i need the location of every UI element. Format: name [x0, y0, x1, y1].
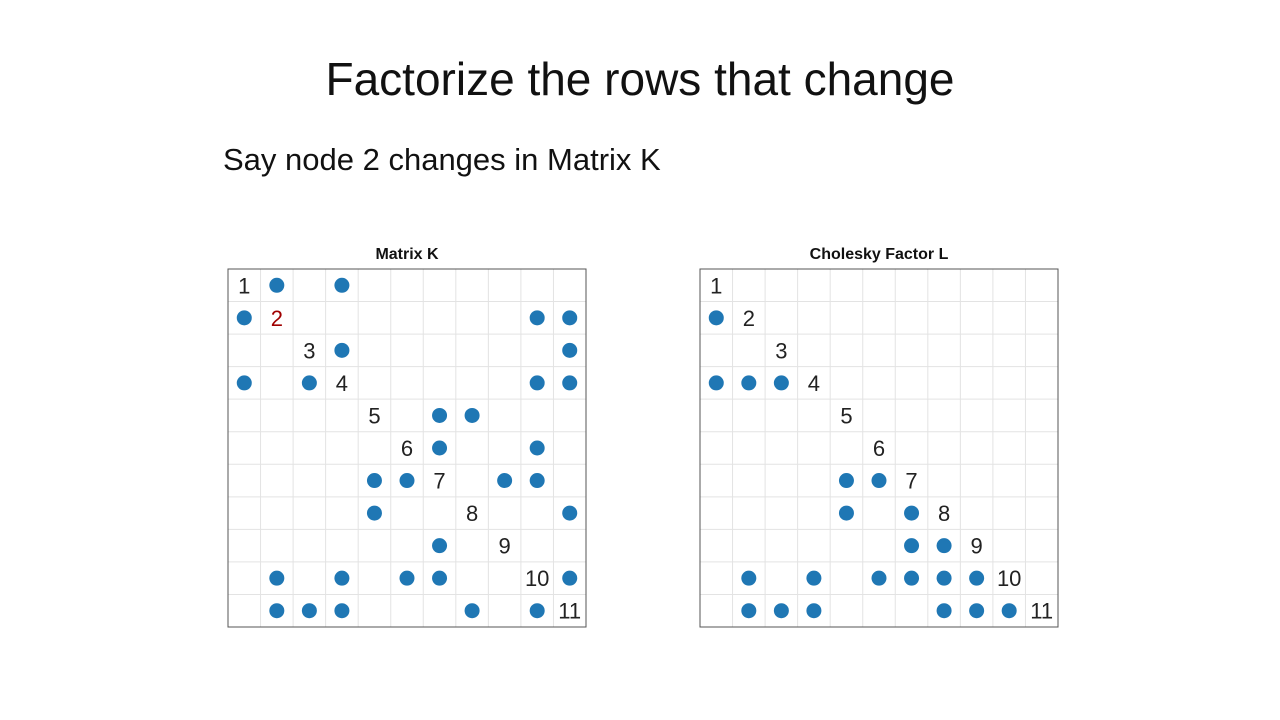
matrix-k-entry-r10-c4: [334, 570, 350, 586]
matrix-k-entry-r1-c2: [269, 277, 285, 293]
matrix-k-entry-r11-c2: [269, 603, 285, 619]
matrix-k-entry-r4-c11: [562, 375, 578, 391]
matrix-k-entry-r5-c8: [464, 407, 480, 423]
matrix-k-entry-r2-c11: [562, 310, 578, 326]
matrix-l-diag-label-7: 7: [905, 469, 917, 494]
matrix-l-entry-r11-c8: [936, 603, 952, 619]
matrix-l-title: Cholesky Factor L: [809, 246, 949, 263]
matrix-k-entry-r5-c7: [432, 407, 448, 423]
matrix-l-entry-r11-c4: [806, 603, 822, 619]
matrix-k-entry-r4-c3: [301, 375, 317, 391]
matrix-l-border: [699, 268, 1059, 628]
matrix-k-entry-r10-c2: [269, 570, 285, 586]
matrix-l-entry-r10-c8: [936, 570, 952, 586]
matrix-k-diag-label-5: 5: [368, 403, 380, 428]
matrix-l-entry-r10-c9: [969, 570, 985, 586]
matrix-k-entry-r7-c10: [529, 473, 545, 489]
matrix-l-entry-r10-c7: [904, 570, 920, 586]
matrix-k-entry-r10-c6: [399, 570, 415, 586]
matrix-k-entry-r6-c7: [432, 440, 448, 456]
matrix-k-entry-r11-c3: [301, 603, 317, 619]
matrix-l-diag-label-10: 10: [997, 566, 1021, 591]
matrix-k-entry-r4-c10: [529, 375, 545, 391]
matrix-k-entry-r2-c10: [529, 310, 545, 326]
matrix-l-entry-r10-c4: [806, 570, 822, 586]
matrix-l-diag-label-6: 6: [873, 436, 885, 461]
matrix-k-entry-r3-c4: [334, 342, 350, 358]
matrix-k-title: Matrix K: [375, 246, 439, 263]
matrix-k-diag-label-6: 6: [401, 436, 413, 461]
matrix-k-entry-r6-c10: [529, 440, 545, 456]
matrix-k-diag-label-2: 2: [271, 306, 283, 331]
slide-title: Factorize the rows that change: [325, 53, 955, 105]
matrix-l-entry-r4-c2: [741, 375, 757, 391]
matrix-l-entry-r7-c6: [871, 473, 887, 489]
matrix-k-entry-r8-c5: [366, 505, 382, 521]
matrix-k-diag-label-10: 10: [525, 566, 549, 591]
matrix-k-entry-r11-c10: [529, 603, 545, 619]
matrix-k-entry-r9-c7: [432, 538, 448, 554]
matrix-k-entry-r11-c4: [334, 603, 350, 619]
matrix-l-entry-r9-c8: [936, 538, 952, 554]
matrix-l-entry-r11-c9: [969, 603, 985, 619]
matrix-l-entry-r8-c5: [838, 505, 854, 521]
matrix-l-entry-r11-c2: [741, 603, 757, 619]
matrix-k-diag-label-9: 9: [499, 534, 511, 559]
matrix-l-diag-label-2: 2: [743, 306, 755, 331]
matrix-l-entry-r2-c1: [708, 310, 724, 326]
matrix-l-diag-label-3: 3: [775, 338, 787, 363]
matrix-k-entry-r2-c1: [236, 310, 252, 326]
matrix-k-diag-label-11: 11: [558, 599, 581, 624]
matrix-l-entry-r11-c10: [1001, 603, 1017, 619]
slide-subtitle: Say node 2 changes in Matrix K: [223, 142, 661, 177]
matrix-k-entry-r7-c6: [399, 473, 415, 489]
matrix-l-entry-r4-c1: [708, 375, 724, 391]
matrix-k-entry-r4-c1: [236, 375, 252, 391]
matrix-l-entry-r10-c2: [741, 570, 757, 586]
matrix-l-diag-label-9: 9: [971, 534, 983, 559]
matrix-l-entry-r7-c5: [838, 473, 854, 489]
matrix-l-entry-r10-c6: [871, 570, 887, 586]
matrix-k-entry-r1-c4: [334, 277, 350, 293]
matrix-l-diag-label-5: 5: [840, 403, 852, 428]
matrix-l-diag-label-8: 8: [938, 501, 950, 526]
matrix-k-diag-label-7: 7: [433, 469, 445, 494]
matrix-k-diag-label-1: 1: [238, 273, 250, 298]
matrix-k-entry-r3-c11: [562, 342, 578, 358]
matrix-k-diag-label-4: 4: [336, 371, 348, 396]
matrix-k-diag-label-8: 8: [466, 501, 478, 526]
matrix-k-entry-r7-c9: [497, 473, 513, 489]
matrix-k-entry-r8-c11: [562, 505, 578, 521]
matrix-k-entry-r10-c11: [562, 570, 578, 586]
matrix-k-border: [227, 268, 587, 628]
matrix-k-entry-r10-c7: [432, 570, 448, 586]
matrix-k-entry-r11-c8: [464, 603, 480, 619]
matrix-l-diag-label-1: 1: [710, 273, 722, 298]
matrix-l-entry-r11-c3: [773, 603, 789, 619]
matrix-l-entry-r8-c7: [904, 505, 920, 521]
matrix-k-diag-label-3: 3: [303, 338, 315, 363]
matrix-k-entry-r7-c5: [366, 473, 382, 489]
matrix-l-entry-r4-c3: [773, 375, 789, 391]
matrix-l-entry-r9-c7: [904, 538, 920, 554]
matrix-l-diag-label-11: 11: [1030, 599, 1053, 624]
matrix-l-diag-label-4: 4: [808, 371, 820, 396]
